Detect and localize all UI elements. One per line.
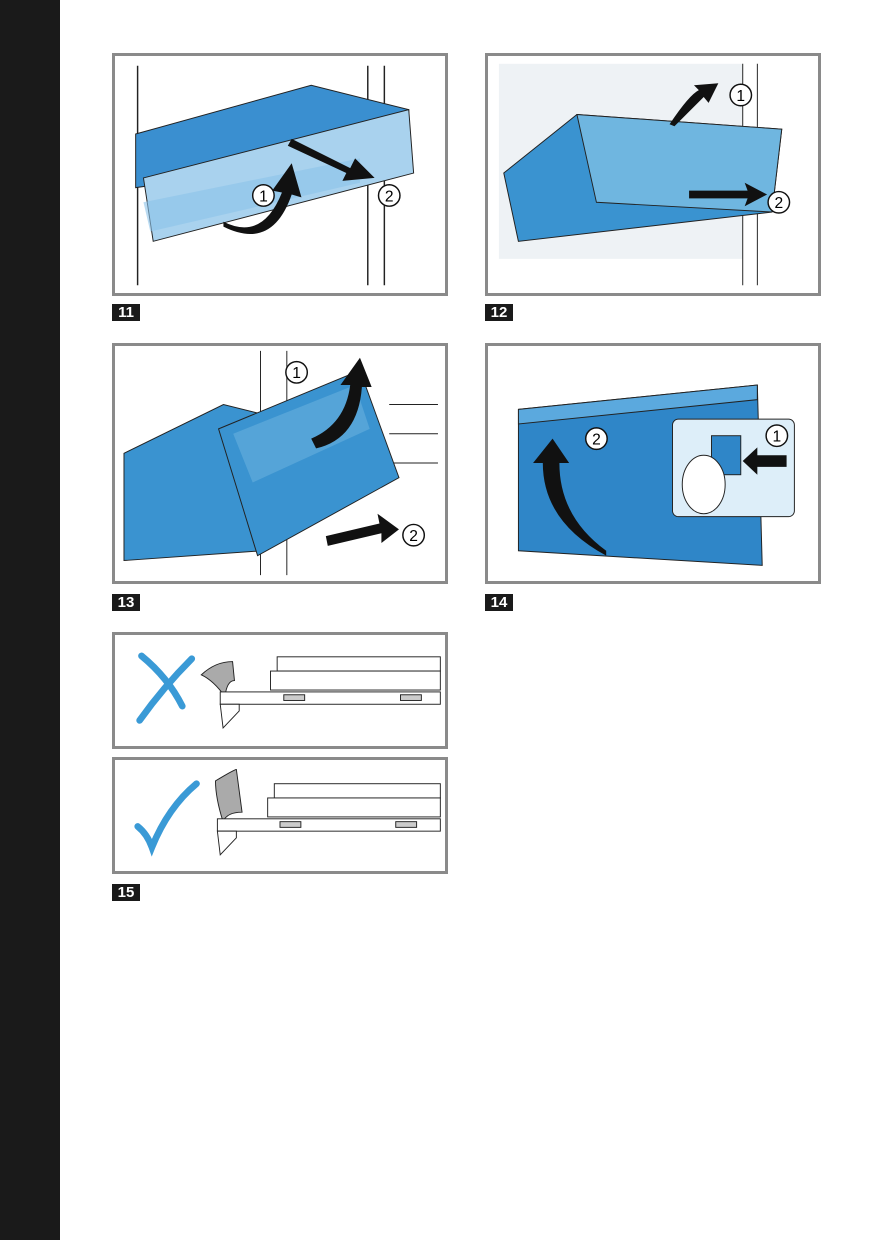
- step-2-marker: 2: [385, 188, 394, 205]
- incorrect-position-illustration: [136, 652, 441, 730]
- step-1-marker: 1: [292, 365, 301, 382]
- page-sidebar-bar: [0, 0, 60, 1240]
- step-2-marker: 2: [409, 528, 418, 545]
- figure-15-incorrect-panel: [112, 632, 448, 749]
- drawer-release-illustration: 2 1: [517, 384, 795, 566]
- figure-13-illustration: 1 2: [112, 343, 448, 584]
- figure-15-correct-panel: [112, 757, 448, 874]
- step-1-marker: 1: [772, 429, 781, 446]
- figure-number-14: 14: [485, 594, 513, 611]
- figure-number-11: 11: [112, 304, 140, 321]
- drawer-lift-illustration: 1 2: [498, 63, 791, 286]
- drawer-removal-illustration: 1 2: [135, 65, 415, 286]
- step-2-marker: 2: [592, 431, 601, 448]
- correct-position-illustration: [134, 769, 441, 857]
- figure-14-illustration: 2 1: [485, 343, 821, 584]
- figure-11-illustration: 1 2: [112, 53, 448, 296]
- figure-number-15: 15: [112, 884, 140, 901]
- check-mark-icon: [134, 780, 200, 857]
- figure-12-illustration: 1 2: [485, 53, 821, 296]
- step-1-marker: 1: [736, 88, 745, 105]
- step-1-marker: 1: [259, 188, 268, 205]
- figure-number-13: 13: [112, 594, 140, 611]
- step-2-marker: 2: [774, 195, 783, 212]
- figure-number-12: 12: [485, 304, 513, 321]
- cross-mark-icon: [138, 652, 186, 710]
- drawer-tilt-illustration: 1 2: [123, 350, 438, 576]
